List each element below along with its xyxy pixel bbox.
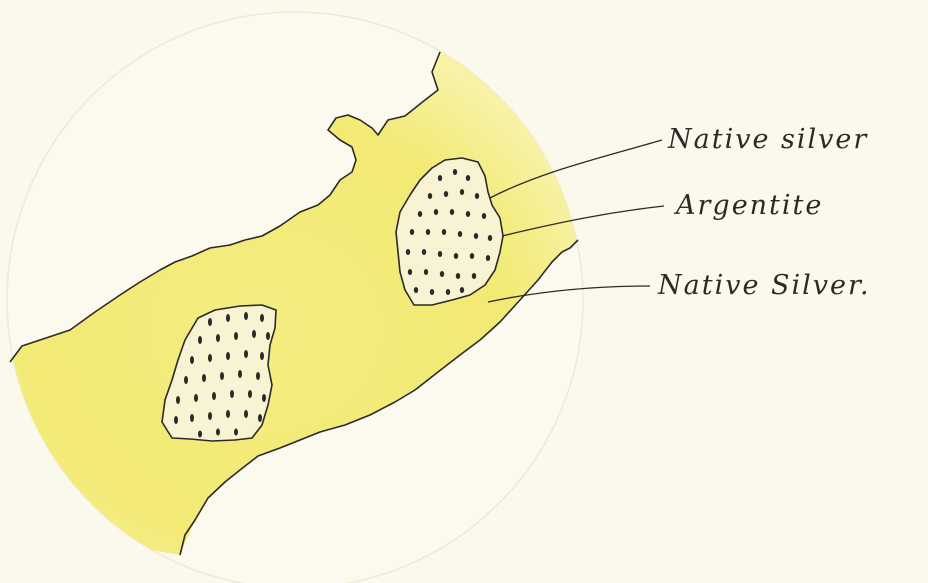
label-argentite: Argentite — [673, 190, 823, 221]
label-native-silver-1: Native silver — [667, 124, 868, 155]
label-native-silver-2: Native Silver. — [657, 270, 871, 301]
